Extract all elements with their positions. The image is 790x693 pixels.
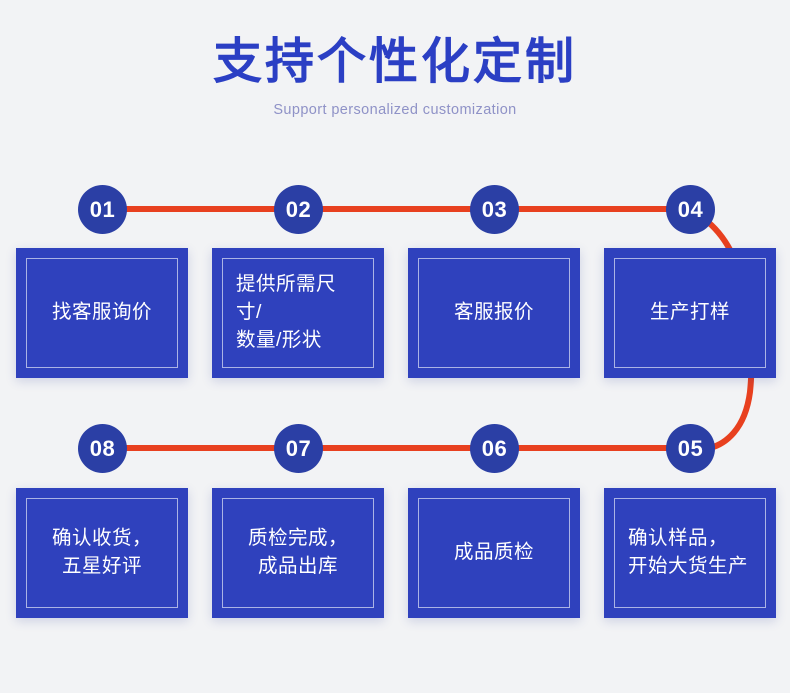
step-box-01[interactable]: 找客服询价 (16, 248, 188, 378)
step-box-06[interactable]: 成品质检 (408, 488, 580, 618)
step-box-06-frame: 成品质检 (418, 498, 570, 608)
step-circle-05[interactable]: 05 (666, 424, 715, 473)
step-box-08[interactable]: 确认收货， 五星好评 (16, 488, 188, 618)
step-box-03-label: 客服报价 (453, 301, 534, 324)
step-box-03-frame: 客服报价 (418, 258, 570, 368)
step-circle-06[interactable]: 06 (470, 424, 519, 473)
step-box-01-label: 找客服询价 (51, 301, 152, 324)
step-box-02-label: 提供所需尺寸/ 数量/形状 (236, 273, 337, 351)
step-box-05-label: 确认样品， 开始大货生产 (628, 527, 749, 577)
header: 支持个性化定制 Support personalized customizati… (0, 34, 790, 118)
page-title: 支持个性化定制 (212, 35, 577, 89)
step-circle-04[interactable]: 04 (666, 185, 715, 234)
step-circle-07[interactable]: 07 (274, 424, 323, 473)
step-box-02[interactable]: 提供所需尺寸/ 数量/形状 (212, 248, 384, 378)
step-circle-08[interactable]: 08 (78, 424, 127, 473)
step-box-05-frame: 确认样品， 开始大货生产 (614, 498, 766, 608)
step-box-07[interactable]: 质检完成， 成品出库 (212, 488, 384, 618)
step-box-04-label: 生产打样 (649, 301, 730, 324)
step-box-05[interactable]: 确认样品， 开始大货生产 (604, 488, 776, 618)
step-box-01-frame: 找客服询价 (26, 258, 178, 368)
step-circle-03[interactable]: 03 (470, 185, 519, 234)
step-box-03[interactable]: 客服报价 (408, 248, 580, 378)
step-box-07-frame: 质检完成， 成品出库 (222, 498, 374, 608)
page-subtitle: Support personalized customization (273, 101, 517, 118)
step-box-08-label: 确认收货， 五星好评 (51, 527, 152, 577)
step-box-08-frame: 确认收货， 五星好评 (26, 498, 178, 608)
step-box-04[interactable]: 生产打样 (604, 248, 776, 378)
step-box-06-label: 成品质检 (453, 541, 534, 564)
step-circle-01[interactable]: 01 (78, 185, 127, 234)
step-circle-02[interactable]: 02 (274, 185, 323, 234)
step-box-02-frame: 提供所需尺寸/ 数量/形状 (222, 258, 374, 368)
step-box-04-frame: 生产打样 (614, 258, 766, 368)
step-box-07-label: 质检完成， 成品出库 (247, 527, 348, 577)
